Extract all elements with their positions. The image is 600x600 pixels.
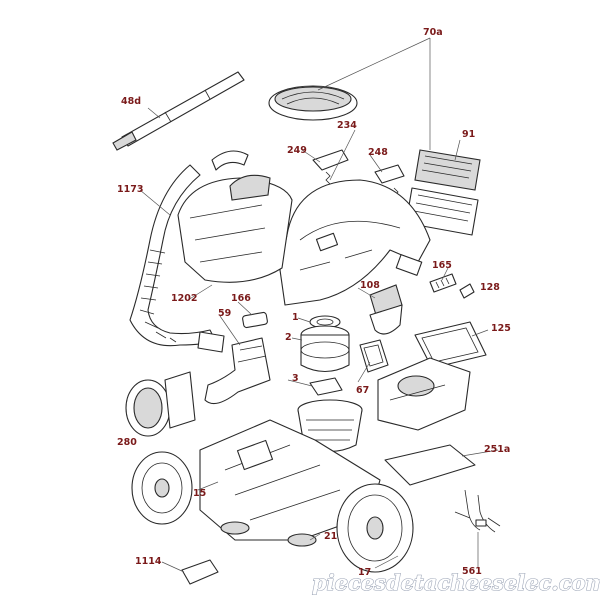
part-234-top-housing[interactable] [279,179,431,306]
label-48d: 48d [121,96,141,107]
label-108: 108 [360,280,380,291]
label-70a: 70a [423,27,443,38]
label-1173: 1173 [117,184,143,195]
part-1202-dust-bin[interactable] [177,174,293,283]
part-70a-filter-cover[interactable] [268,85,358,121]
label-17: 17 [358,567,371,578]
label-249: 249 [287,145,307,156]
label-128: 128 [480,282,500,293]
part-filter-housing[interactable] [377,357,471,431]
part-1114-crevice-tool[interactable] [181,559,219,585]
part-15-chassis[interactable] [199,419,381,541]
part-561-wiring[interactable] [454,489,501,533]
leader-lines [139,37,499,573]
label-15: 15 [193,488,206,499]
label-166: 166 [231,293,251,304]
label-165: 165 [432,260,452,271]
part-17-large-wheel[interactable] [336,483,414,573]
label-561: 561 [462,566,482,577]
label-91: 91 [462,129,475,140]
label-251a: 251a [484,444,510,455]
part-side-wheel[interactable] [131,451,193,525]
part-251a-filter-mat[interactable] [384,444,476,486]
label-1: 1 [292,312,299,323]
part-21-cap[interactable] [287,533,317,547]
label-3: 3 [292,373,299,384]
part-128-button[interactable] [459,283,475,299]
part-48d-telescopic-tube[interactable] [112,71,245,151]
part-67-seal[interactable] [359,339,389,373]
label-67: 67 [356,385,369,396]
part-2-motor[interactable] [300,325,350,373]
part-91-filter[interactable] [405,149,481,236]
part-125-gasket[interactable] [414,321,487,369]
part-166-seal[interactable] [242,311,268,329]
label-280: 280 [117,437,137,448]
label-125: 125 [491,323,511,334]
part-108-grill[interactable] [369,284,403,335]
label-234: 234 [337,120,357,131]
label-1202: 1202 [171,293,197,304]
part-280-wheel-assembly[interactable] [125,371,196,437]
part-59-air-duct[interactable] [204,337,271,405]
part-1173-hose[interactable] [129,150,249,353]
part-165-spring[interactable] [429,273,457,293]
part-3-clip[interactable] [309,377,343,396]
callout-labels: 70a 48d 234 91 249 248 1173 165 128 1202… [117,27,511,578]
label-2: 2 [285,332,292,343]
label-21: 21 [324,531,337,542]
label-248: 248 [368,147,388,158]
label-1114: 1114 [135,556,162,567]
label-59: 59 [218,308,231,319]
watermark-text: piecesdetacheeselec.com [312,570,600,595]
